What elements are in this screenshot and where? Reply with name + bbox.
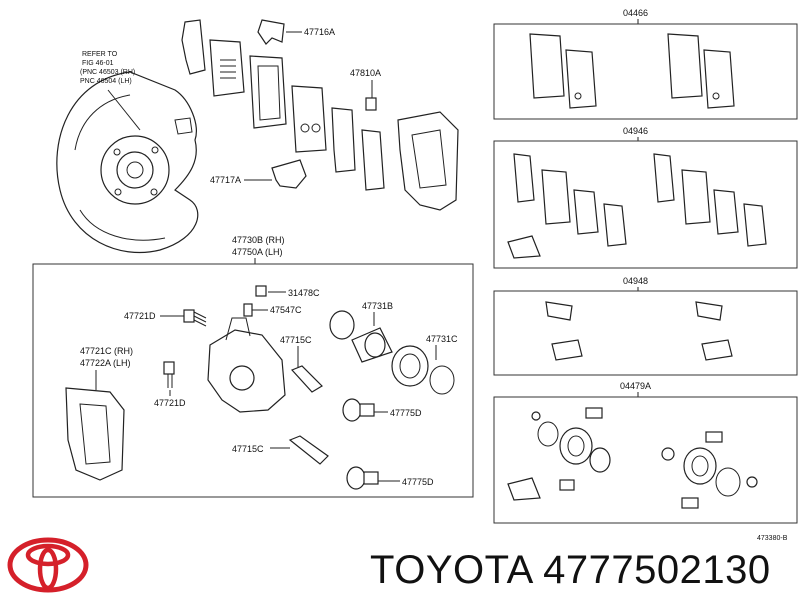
label-47722A: 47722A (LH) (80, 358, 131, 368)
label-31478C: 31478C (288, 288, 320, 298)
bolt-47810A: 47810A (350, 68, 381, 111)
pad-shims-top (181, 19, 385, 191)
kit-box-04479A (493, 396, 798, 524)
kit-04466-pads (529, 33, 735, 109)
label-47730B: 47730B (RH) (232, 235, 285, 245)
kit-label-04946: 04946 (623, 126, 648, 136)
label-47721D-bot: 47721D (154, 398, 186, 408)
label-47547C: 47547C (270, 305, 302, 315)
label-47775D-top: 47775D (390, 408, 422, 418)
kit-label-04948: 04948 (623, 276, 648, 286)
label-47731B: 47731B (362, 301, 393, 311)
backing-plate (56, 71, 199, 254)
label-47721C: 47721C (RH) (80, 346, 133, 356)
caliper-parts: 31478C 47547C 47721D 47731B 47731C 47715… (65, 285, 458, 490)
label-47715C-bot: 47715C (232, 444, 264, 454)
refer-note: REFER TO FIG 46-01 (PNC 46503 (RH) PNC 4… (80, 51, 135, 85)
label-47775D-bot: 47775D (402, 477, 434, 487)
toyota-logo (7, 537, 89, 593)
refer-line-3: (PNC 46503 (RH) (80, 69, 135, 76)
kit-label-04466: 04466 (623, 8, 648, 18)
kit-box-04948 (493, 290, 798, 376)
caliper-assembly-box (32, 263, 474, 498)
torque-plate (397, 111, 459, 211)
kit-04946-shims (507, 153, 767, 259)
anti-squeal-clip-47716A: 47716A (257, 19, 335, 45)
label-47810A: 47810A (350, 68, 381, 78)
kit-box-04466 (493, 23, 798, 120)
refer-line-4: PNC 46504 (LH) (80, 78, 132, 85)
refer-line-1: REFER TO (82, 51, 118, 58)
kit-label-04479A: 04479A (620, 381, 651, 391)
brand-part-number: TOYOTA 4777502130 (370, 548, 771, 592)
kit-04948-clips (545, 301, 733, 361)
label-47717A: 47717A (210, 175, 241, 185)
anti-rattle-spring-47717A: 47717A (210, 159, 307, 189)
label-47721D-top: 47721D (124, 311, 156, 321)
figure-code: 473380-B (757, 535, 788, 542)
kit-box-04946 (493, 140, 798, 269)
kit-04479A-seals (507, 407, 758, 509)
label-47716A: 47716A (304, 27, 335, 37)
label-47715C-top: 47715C (280, 335, 312, 345)
label-47731C: 47731C (426, 334, 458, 344)
label-47750A: 47750A (LH) (232, 247, 283, 257)
refer-line-2: FIG 46-01 (82, 60, 114, 67)
